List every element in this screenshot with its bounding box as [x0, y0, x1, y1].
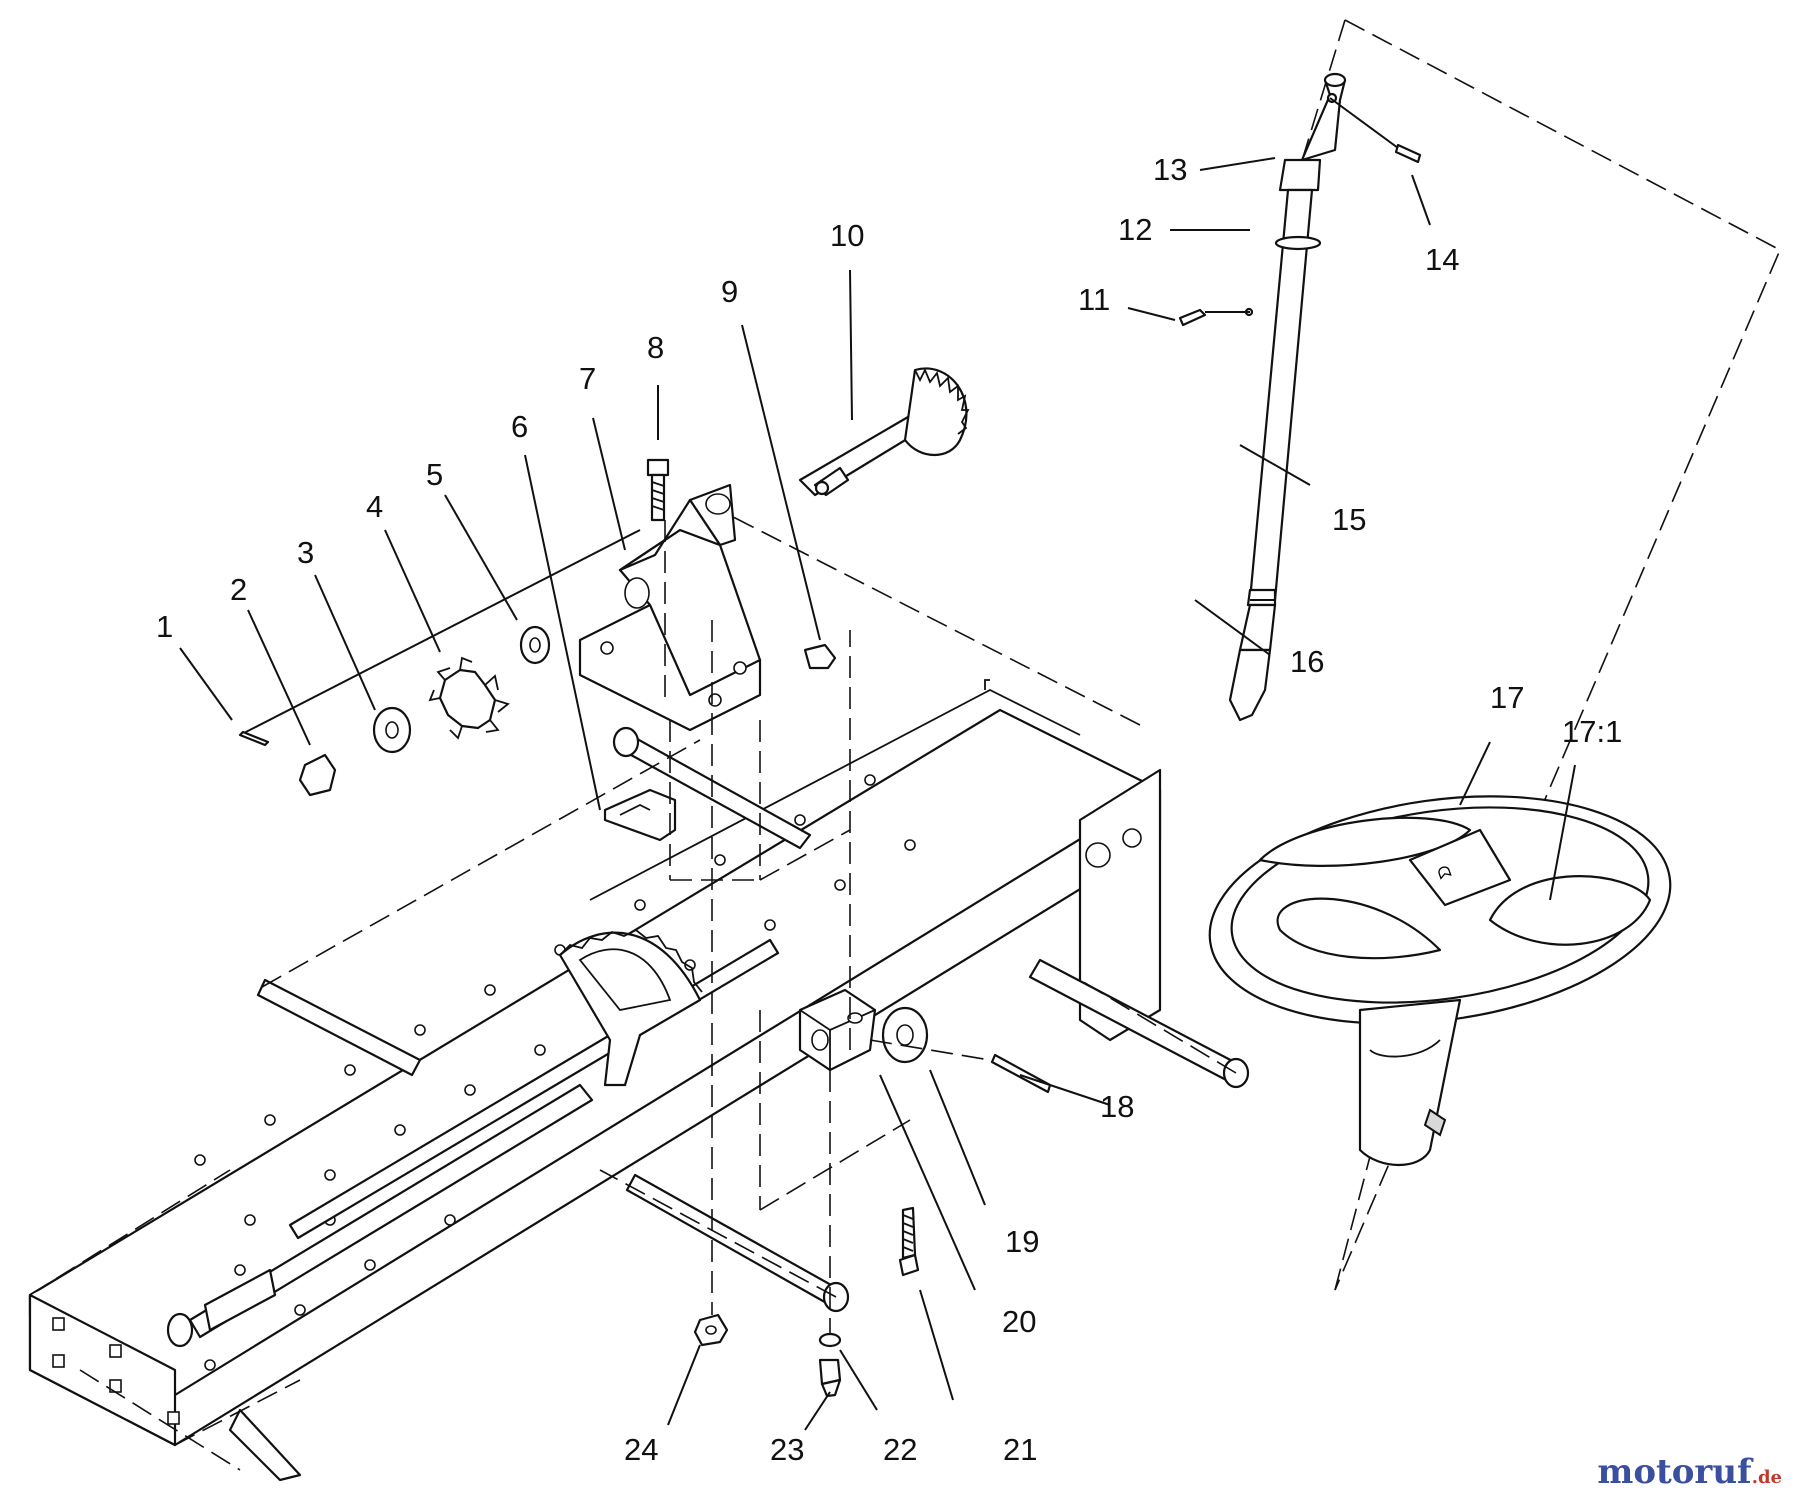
steering-bracket — [578, 483, 762, 732]
callout-15: 15 — [1332, 502, 1366, 537]
bolt-8 — [646, 458, 670, 522]
callout-6: 6 — [511, 409, 528, 444]
callout-10: 10 — [830, 218, 864, 253]
callout-9: 9 — [721, 274, 738, 309]
callout-16: 16 — [1290, 644, 1324, 679]
site-watermark: motoruf.de — [1597, 1452, 1782, 1492]
callout-12: 12 — [1118, 212, 1152, 247]
callout-19: 19 — [1005, 1224, 1039, 1259]
callout-13: 13 — [1153, 152, 1187, 187]
callout-2: 2 — [230, 572, 247, 607]
callout-24: 24 — [624, 1432, 658, 1467]
lower-fasteners — [693, 988, 1052, 1398]
callout-17: 17 — [1490, 680, 1524, 715]
callout-labels: 1 2 3 4 5 6 7 8 9 10 11 12 13 14 15 16 1… — [156, 152, 1622, 1467]
callout-20: 20 — [1002, 1304, 1036, 1339]
sector-gear — [558, 928, 703, 1087]
callout-1: 1 — [156, 609, 173, 644]
callout-8: 8 — [647, 330, 664, 365]
callout-18: 18 — [1100, 1089, 1134, 1124]
callout-5: 5 — [426, 457, 443, 492]
callout-21: 21 — [1003, 1432, 1037, 1467]
watermark-suffix: .de — [1751, 1467, 1782, 1488]
axle-tubes — [256, 726, 1250, 1313]
svg-text:ᗣ: ᗣ — [1436, 863, 1454, 884]
callout-11: 11 — [1078, 282, 1110, 317]
pinion-shaft — [798, 367, 970, 497]
callout-23: 23 — [770, 1432, 804, 1467]
callout-14: 14 — [1425, 242, 1459, 277]
callout-17-1: 17:1 — [1562, 714, 1622, 749]
callout-3: 3 — [297, 535, 314, 570]
callout-4: 4 — [366, 489, 383, 524]
steering-wheel: ᗣ — [1208, 795, 1672, 1167]
gear-shaft-parts — [238, 529, 837, 797]
callout-22: 22 — [883, 1432, 917, 1467]
assembly-dashed-lines — [29, 520, 1237, 1471]
watermark-brand: motoruf — [1597, 1452, 1752, 1492]
callout-7: 7 — [579, 361, 596, 396]
mounting-plate — [603, 788, 677, 842]
callout-leaders — [179, 157, 1576, 1431]
steering-column — [1178, 72, 1422, 722]
